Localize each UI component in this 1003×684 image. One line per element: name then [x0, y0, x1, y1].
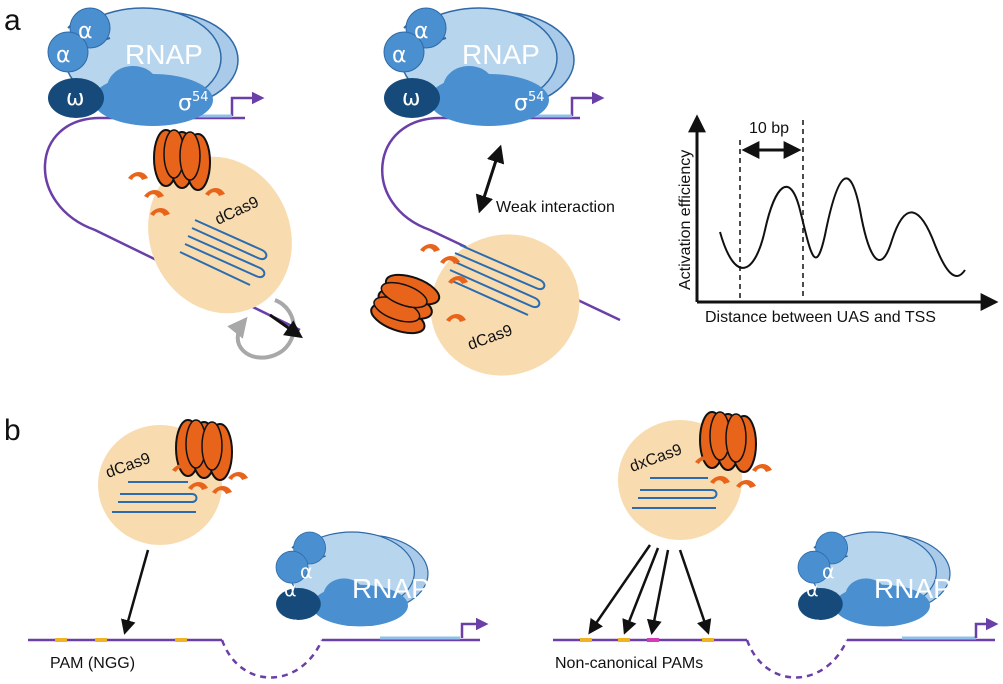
effector-domain	[228, 472, 248, 480]
alpha-label-2: α	[56, 43, 71, 68]
graph-y-label: Activation efficiency	[677, 150, 694, 290]
dcas9-body	[148, 156, 292, 314]
sigma-label: σ54	[912, 616, 938, 639]
effector-domain	[752, 464, 772, 472]
pam-ngg-label: PAM (NGG)	[50, 655, 135, 672]
rotation-arrow	[227, 298, 296, 360]
targeting-arrow	[678, 549, 712, 635]
panel-label-b: b	[4, 414, 21, 447]
tss-arrow	[974, 617, 999, 638]
guide-rna	[179, 219, 268, 286]
omega-label: ω	[402, 86, 420, 111]
alpha-label-2: α	[284, 579, 297, 601]
rnap-label: RNAP	[462, 39, 540, 70]
panel-b-left: dCas9 PAM (NGG) RNAP α α ω σ54	[28, 419, 489, 679]
dna-loop-dashed	[745, 639, 849, 679]
targeting-arrow	[622, 547, 660, 635]
omega-label: ω	[66, 86, 84, 111]
sigma-label: σ54	[178, 90, 209, 116]
sigma-label: σ54	[514, 90, 545, 116]
effector-domain	[128, 172, 148, 180]
sigma-label: σ54	[390, 616, 416, 639]
alpha-label-2: α	[392, 43, 407, 68]
weak-interaction-label: Weak interaction	[496, 199, 615, 216]
graph-x-label: Distance between UAS and TSS	[705, 309, 936, 326]
alpha-label-1: α	[414, 19, 429, 44]
targeting-arrow	[588, 544, 652, 635]
panel-label-a: a	[4, 4, 21, 37]
dna-loop	[381, 116, 621, 322]
alpha-label-2: α	[806, 579, 819, 601]
tss-arrow	[460, 617, 489, 638]
tss-arrow	[570, 91, 605, 116]
targeting-arrow	[121, 549, 150, 635]
rnap-label: RNAP	[352, 573, 430, 604]
alpha-label-1: α	[822, 561, 835, 583]
omega-label: ω	[292, 613, 308, 635]
effector-cluster	[175, 419, 233, 481]
dna-loop	[43, 116, 301, 332]
effector-cluster	[366, 266, 444, 342]
panel-a-left: RNAP α α ω σ54 dCas9	[43, 7, 303, 360]
activation-curve	[719, 177, 966, 277]
alpha-label-1: α	[78, 19, 93, 44]
panel-a-middle: RNAP α α ω σ54 Weak interaction dCas9	[366, 7, 621, 376]
weak-interaction-arrow	[475, 144, 505, 214]
dna-direction-arrow	[269, 313, 303, 339]
rnap-label: RNAP	[125, 39, 203, 70]
targeting-arrow	[646, 549, 670, 635]
dna-loop-dashed	[220, 639, 324, 679]
noncanonical-pams-label: Non-canonical PAMs	[555, 655, 703, 672]
guide-rna	[632, 477, 718, 509]
effector-cluster	[153, 129, 211, 191]
guide-rna	[112, 481, 198, 513]
omega-label: ω	[814, 613, 830, 635]
effector-domain	[420, 244, 440, 252]
alpha-label-1: α	[300, 561, 313, 583]
tss-arrow	[230, 91, 265, 116]
rnap-label: RNAP	[874, 573, 952, 604]
guide-rna	[449, 244, 546, 316]
activation-graph: Activation efficiency Distance between U…	[677, 114, 999, 326]
effector-cluster	[699, 411, 757, 473]
period-label: 10 bp	[749, 120, 789, 137]
panel-b-right: dxCas9 Non-canonical PAMs RNAP α α ω σ54	[553, 411, 999, 679]
